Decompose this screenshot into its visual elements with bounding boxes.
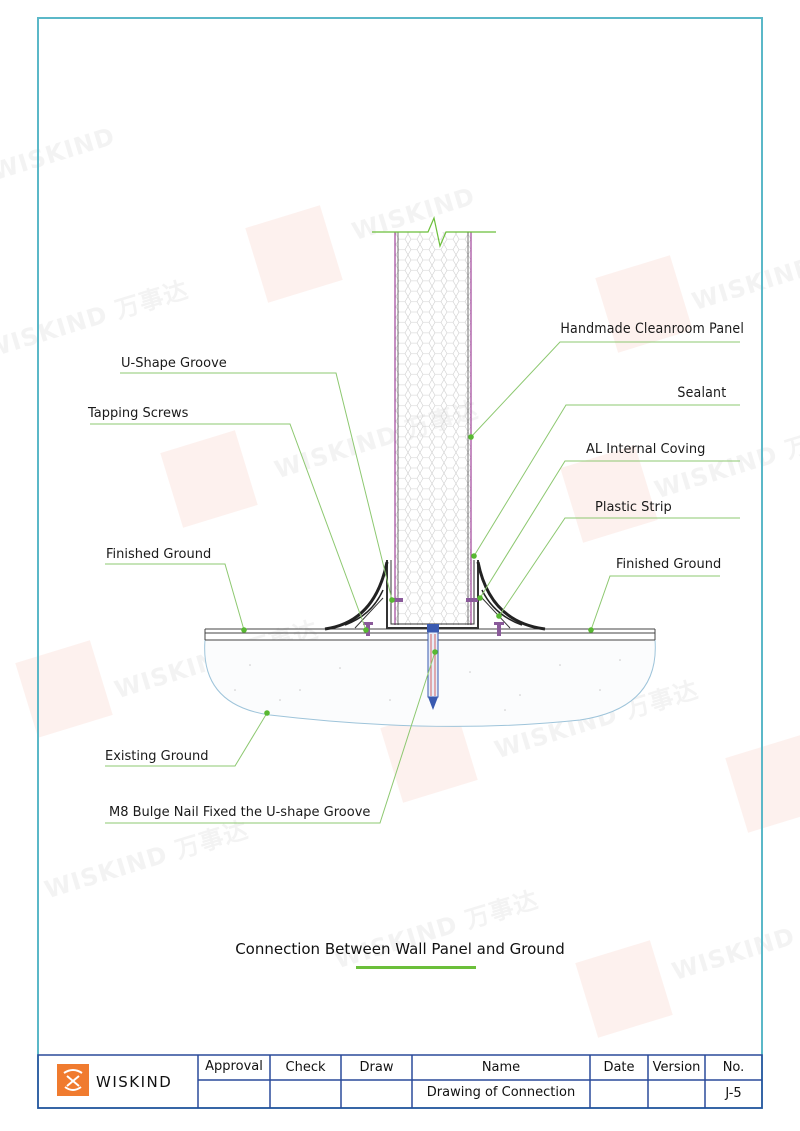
leader-dots [241, 434, 594, 716]
label-plastic-strip: Plastic Strip [595, 500, 672, 515]
al-coving-right [476, 561, 546, 631]
drawing-caption: Connection Between Wall Panel and Ground [235, 940, 565, 958]
label-existing-ground: Existing Ground [105, 749, 209, 764]
label-m8-bulge-nail: M8 Bulge Nail Fixed the U-shape Groove [109, 805, 371, 820]
header-version: Version [652, 1060, 701, 1075]
label-handmade-cleanroom-panel: Handmade Cleanroom Panel [560, 321, 744, 337]
header-no: No. [722, 1060, 745, 1075]
cleanroom-panel [395, 232, 471, 625]
title-block-brand: WISKIND [96, 1073, 173, 1091]
label-sealant: Sealant [677, 385, 726, 401]
label-al-internal-coving: AL Internal Coving [586, 442, 706, 457]
no-value: J-5 [725, 1086, 742, 1101]
name-value: Drawing of Connection [426, 1085, 576, 1100]
caption-underline [356, 966, 476, 969]
label-u-shape-groove: U-Shape Groove [121, 356, 227, 371]
header-approval: Approval [205, 1059, 263, 1074]
m8-bulge-nail [427, 624, 439, 710]
header-draw: Draw [359, 1060, 394, 1075]
wiskind-logo-icon [57, 1064, 89, 1096]
header-date: Date [603, 1060, 635, 1075]
label-tapping-screws: Tapping Screws [88, 406, 189, 421]
header-name: Name [481, 1060, 521, 1075]
break-line [372, 216, 496, 248]
header-check: Check [285, 1060, 326, 1075]
title-block-grid [37, 1054, 763, 1109]
label-finished-ground-right: Finished Ground [616, 557, 722, 572]
label-finished-ground-left: Finished Ground [106, 547, 212, 562]
concrete-speckles [234, 659, 621, 711]
al-coving-left [324, 561, 389, 631]
leader-lines [90, 341, 740, 824]
